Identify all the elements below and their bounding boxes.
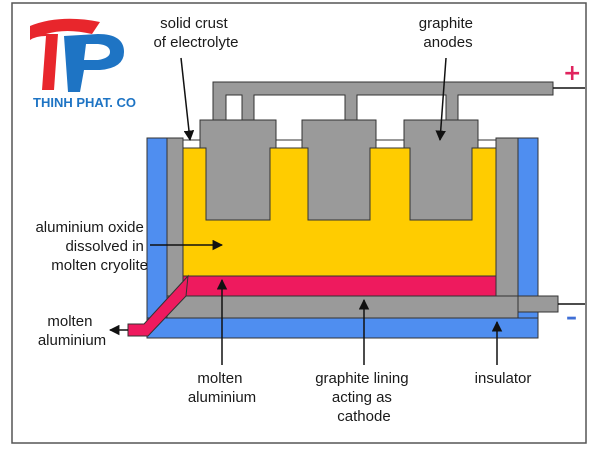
anode-1 <box>199 119 277 221</box>
negative-terminal-sign: – <box>566 305 577 330</box>
lining-label: graphite lining acting as cathode <box>315 370 413 425</box>
tap-label: molten aluminium <box>38 313 106 349</box>
leader-lines <box>108 57 503 365</box>
cathode-terminal <box>517 295 559 313</box>
insulator-label: insulator <box>475 370 532 387</box>
graphite-lining <box>166 137 559 319</box>
oxide-label: aluminium oxide dissolved in molten cryo… <box>35 219 148 274</box>
anodes-pointer <box>435 57 447 142</box>
tap-pipe <box>127 274 189 337</box>
logo-mark-blue <box>64 34 124 92</box>
graphite-anodes <box>199 81 554 221</box>
molten-aluminium-layer <box>127 274 497 337</box>
logo-text: THINH PHAT. CO <box>33 95 136 110</box>
crust-pointer <box>180 57 195 142</box>
anodes-label: graphite anodes <box>419 15 477 51</box>
insulator <box>146 137 539 339</box>
company-logo: THINH PHAT. CO <box>30 18 136 110</box>
terminal-wires <box>553 87 585 305</box>
logo-swirl <box>91 46 106 57</box>
positive-terminal-sign: + <box>563 61 581 86</box>
anode-3 <box>403 119 479 221</box>
logo-mark-red <box>30 18 100 90</box>
anode-2 <box>301 119 377 221</box>
molten-label: molten aluminium <box>188 370 256 406</box>
crust-label: solid crust of electrolyte <box>153 15 238 51</box>
